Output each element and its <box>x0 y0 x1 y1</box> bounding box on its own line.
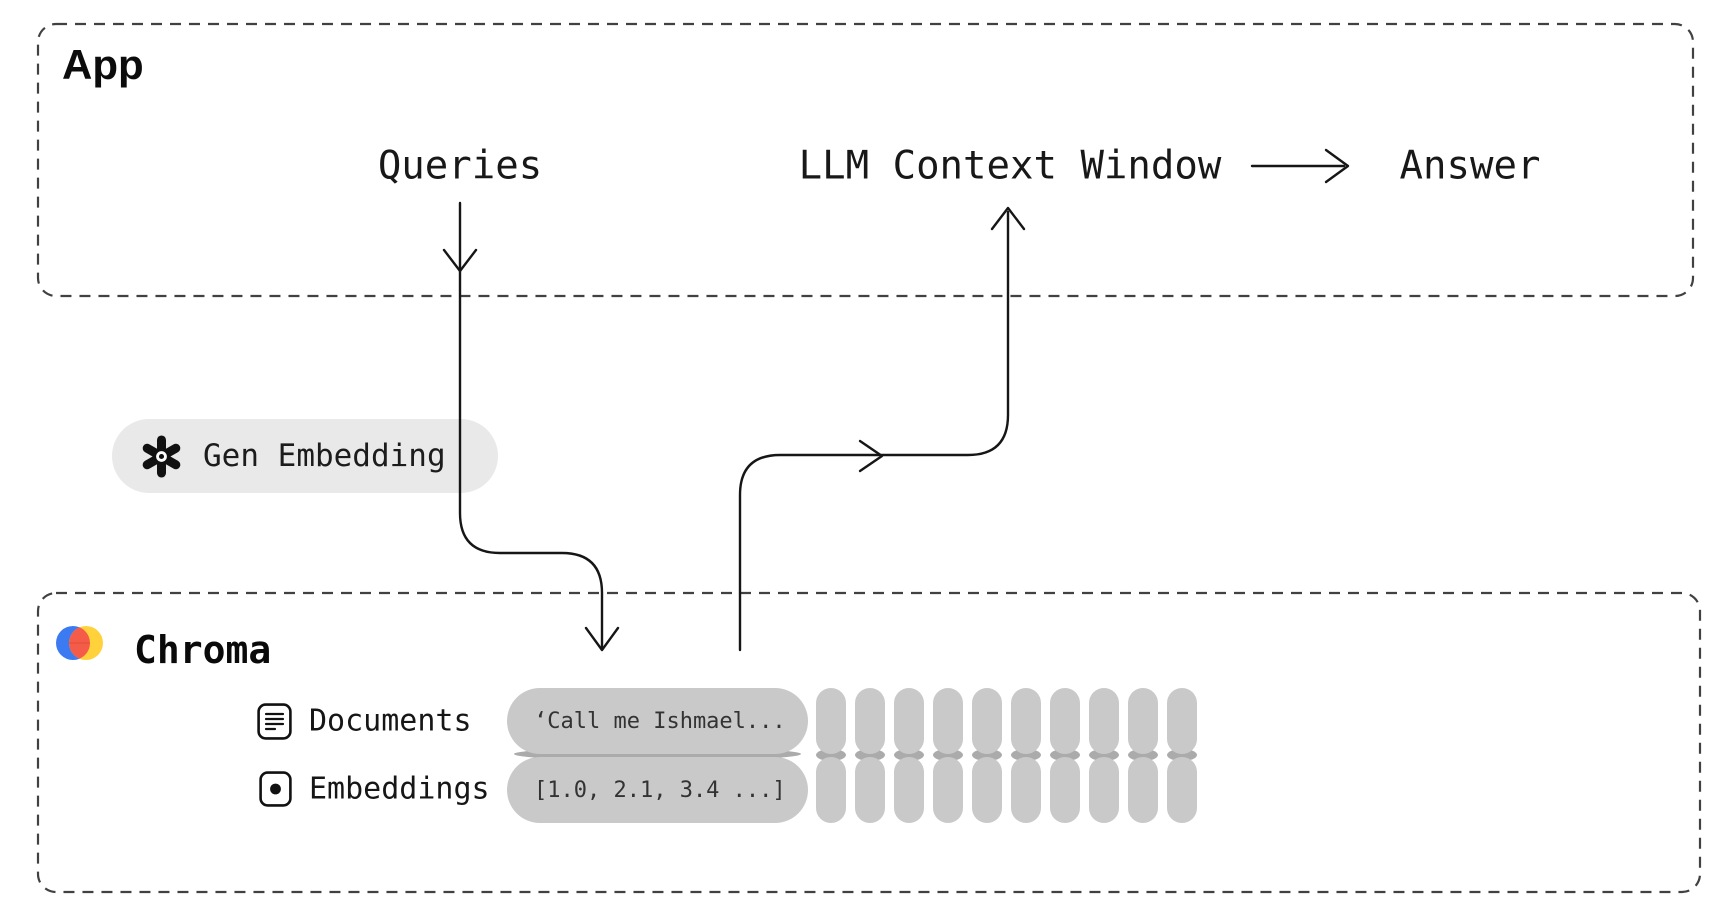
chevron-right-icon <box>1324 148 1350 184</box>
vector-capsule <box>1128 757 1158 823</box>
embeddings-sample-text: [1.0, 2.1, 3.4 ...] <box>534 777 786 803</box>
vector-capsule <box>894 688 924 754</box>
vector-capsule <box>972 757 1002 823</box>
vector-capsule <box>1167 688 1197 754</box>
vector-capsule <box>1011 757 1041 823</box>
openai-logo-icon <box>142 434 181 478</box>
vector-capsule <box>972 688 1002 754</box>
vector-capsule <box>1089 688 1119 754</box>
vector-capsule <box>1128 688 1158 754</box>
gen-embedding-label: Gen Embedding <box>203 438 446 474</box>
vector-capsule <box>933 757 963 823</box>
chroma-logo-icon <box>56 626 103 660</box>
vector-capsule <box>933 688 963 754</box>
chevron-down-icon <box>442 248 478 273</box>
vector-capsule <box>1050 757 1080 823</box>
documents-label: Documents <box>309 703 472 739</box>
vector-capsule <box>1011 688 1041 754</box>
chevron-down-icon <box>584 626 620 652</box>
vector-capsule <box>855 688 885 754</box>
vector-capsule <box>1167 757 1197 823</box>
app-box-title: App <box>62 41 144 88</box>
embeddings-label: Embeddings <box>309 771 490 807</box>
llm-context-window-label: LLM Context Window <box>798 143 1222 189</box>
vector-capsule <box>855 757 885 823</box>
vector-capsule <box>1089 757 1119 823</box>
chroma-box-title: Chroma <box>134 628 272 672</box>
embedding-dot-icon <box>259 771 292 807</box>
vector-capsule <box>816 688 846 754</box>
queries-label: Queries <box>377 143 543 189</box>
document-icon <box>257 703 292 740</box>
gen-embedding-pill: Gen Embedding <box>112 419 498 493</box>
vector-capsule <box>1050 688 1080 754</box>
documents-sample-text: ‘Call me Ishmael... <box>534 708 786 734</box>
chevron-up-icon <box>990 206 1026 231</box>
answer-label: Answer <box>1399 143 1541 189</box>
answer-arrow <box>1250 148 1350 184</box>
vector-capsule <box>816 757 846 823</box>
chevron-right-icon <box>858 439 884 473</box>
documents-sample-pill: ‘Call me Ishmael... <box>507 688 808 754</box>
vector-capsule <box>894 757 924 823</box>
embeddings-sample-pill: [1.0, 2.1, 3.4 ...] <box>507 757 808 823</box>
retrieval-return-arrow <box>738 206 1026 652</box>
